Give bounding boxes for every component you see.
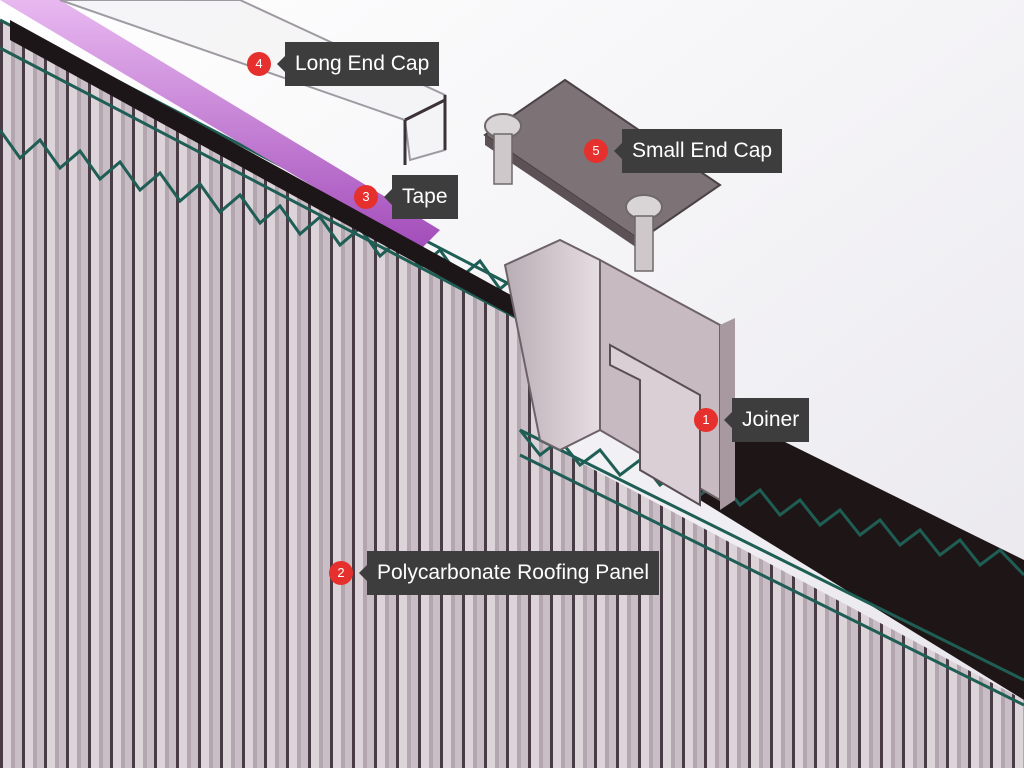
screw-right [625,194,663,272]
long-end-cap-profile [403,95,447,165]
right-panel-edge [700,400,1024,700]
callout-long-end-cap: 4 Long End Cap [247,42,440,86]
callout-badge: 4 [247,52,271,76]
callout-label: Joiner [723,398,810,442]
callout-label: Small End Cap [613,129,783,173]
tape-strip [0,0,440,250]
callout-tape: 3 Tape [354,175,458,219]
callout-badge: 5 [584,139,608,163]
callout-polycarbonate-roofing-panel: 2 Polycarbonate Roofing Panel [329,551,660,595]
callout-badge: 1 [694,408,718,432]
screw-left [484,113,522,185]
right-panel-lattice [518,428,1024,707]
right-panel-body [520,430,1024,768]
callout-badge: 2 [329,561,353,585]
callout-small-end-cap: 5 Small End Cap [584,129,783,173]
callout-label: Tape [384,175,458,219]
callout-label: Long End Cap [276,42,440,86]
callout-label: Polycarbonate Roofing Panel [358,551,660,595]
cap-channel [10,20,520,320]
callout-badge: 3 [354,185,378,209]
callout-joiner: 1 Joiner [694,398,810,442]
